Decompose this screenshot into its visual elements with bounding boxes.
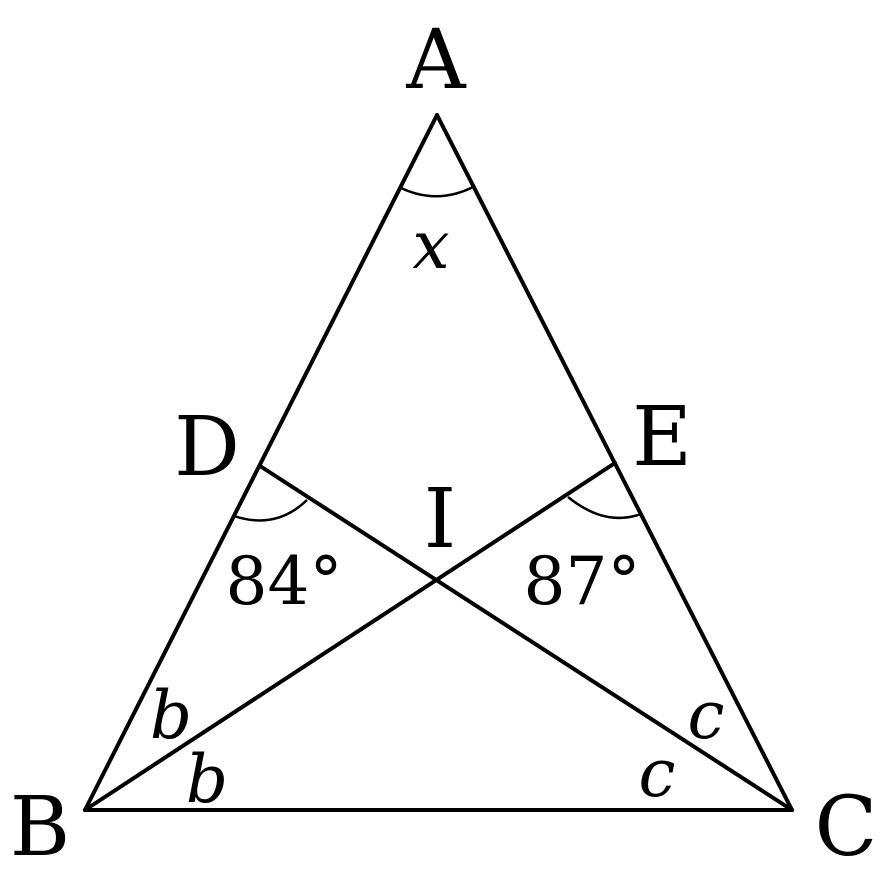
angle-label-84: 84° <box>226 543 343 620</box>
point-label-a: A <box>405 13 467 108</box>
angle-arc-e <box>567 496 642 520</box>
segment-be <box>83 461 617 812</box>
point-label-c: C <box>815 780 878 875</box>
point-label-d: D <box>174 400 240 495</box>
side-ab <box>83 113 439 812</box>
point-label-i: I <box>424 472 456 567</box>
angle-label-c-lower: c <box>639 735 676 812</box>
point-label-e: E <box>632 390 692 485</box>
angle-label-b-upper: b <box>150 677 192 754</box>
angle-label-b-lower: b <box>186 741 228 818</box>
angle-label-x: x <box>412 207 449 284</box>
angle-arc-a <box>398 184 476 198</box>
segment-cd <box>258 464 794 812</box>
angle-arc-d <box>233 499 308 522</box>
angle-label-87: 87° <box>524 543 641 620</box>
point-label-b: B <box>10 780 70 875</box>
angle-label-c-upper: c <box>688 677 725 754</box>
